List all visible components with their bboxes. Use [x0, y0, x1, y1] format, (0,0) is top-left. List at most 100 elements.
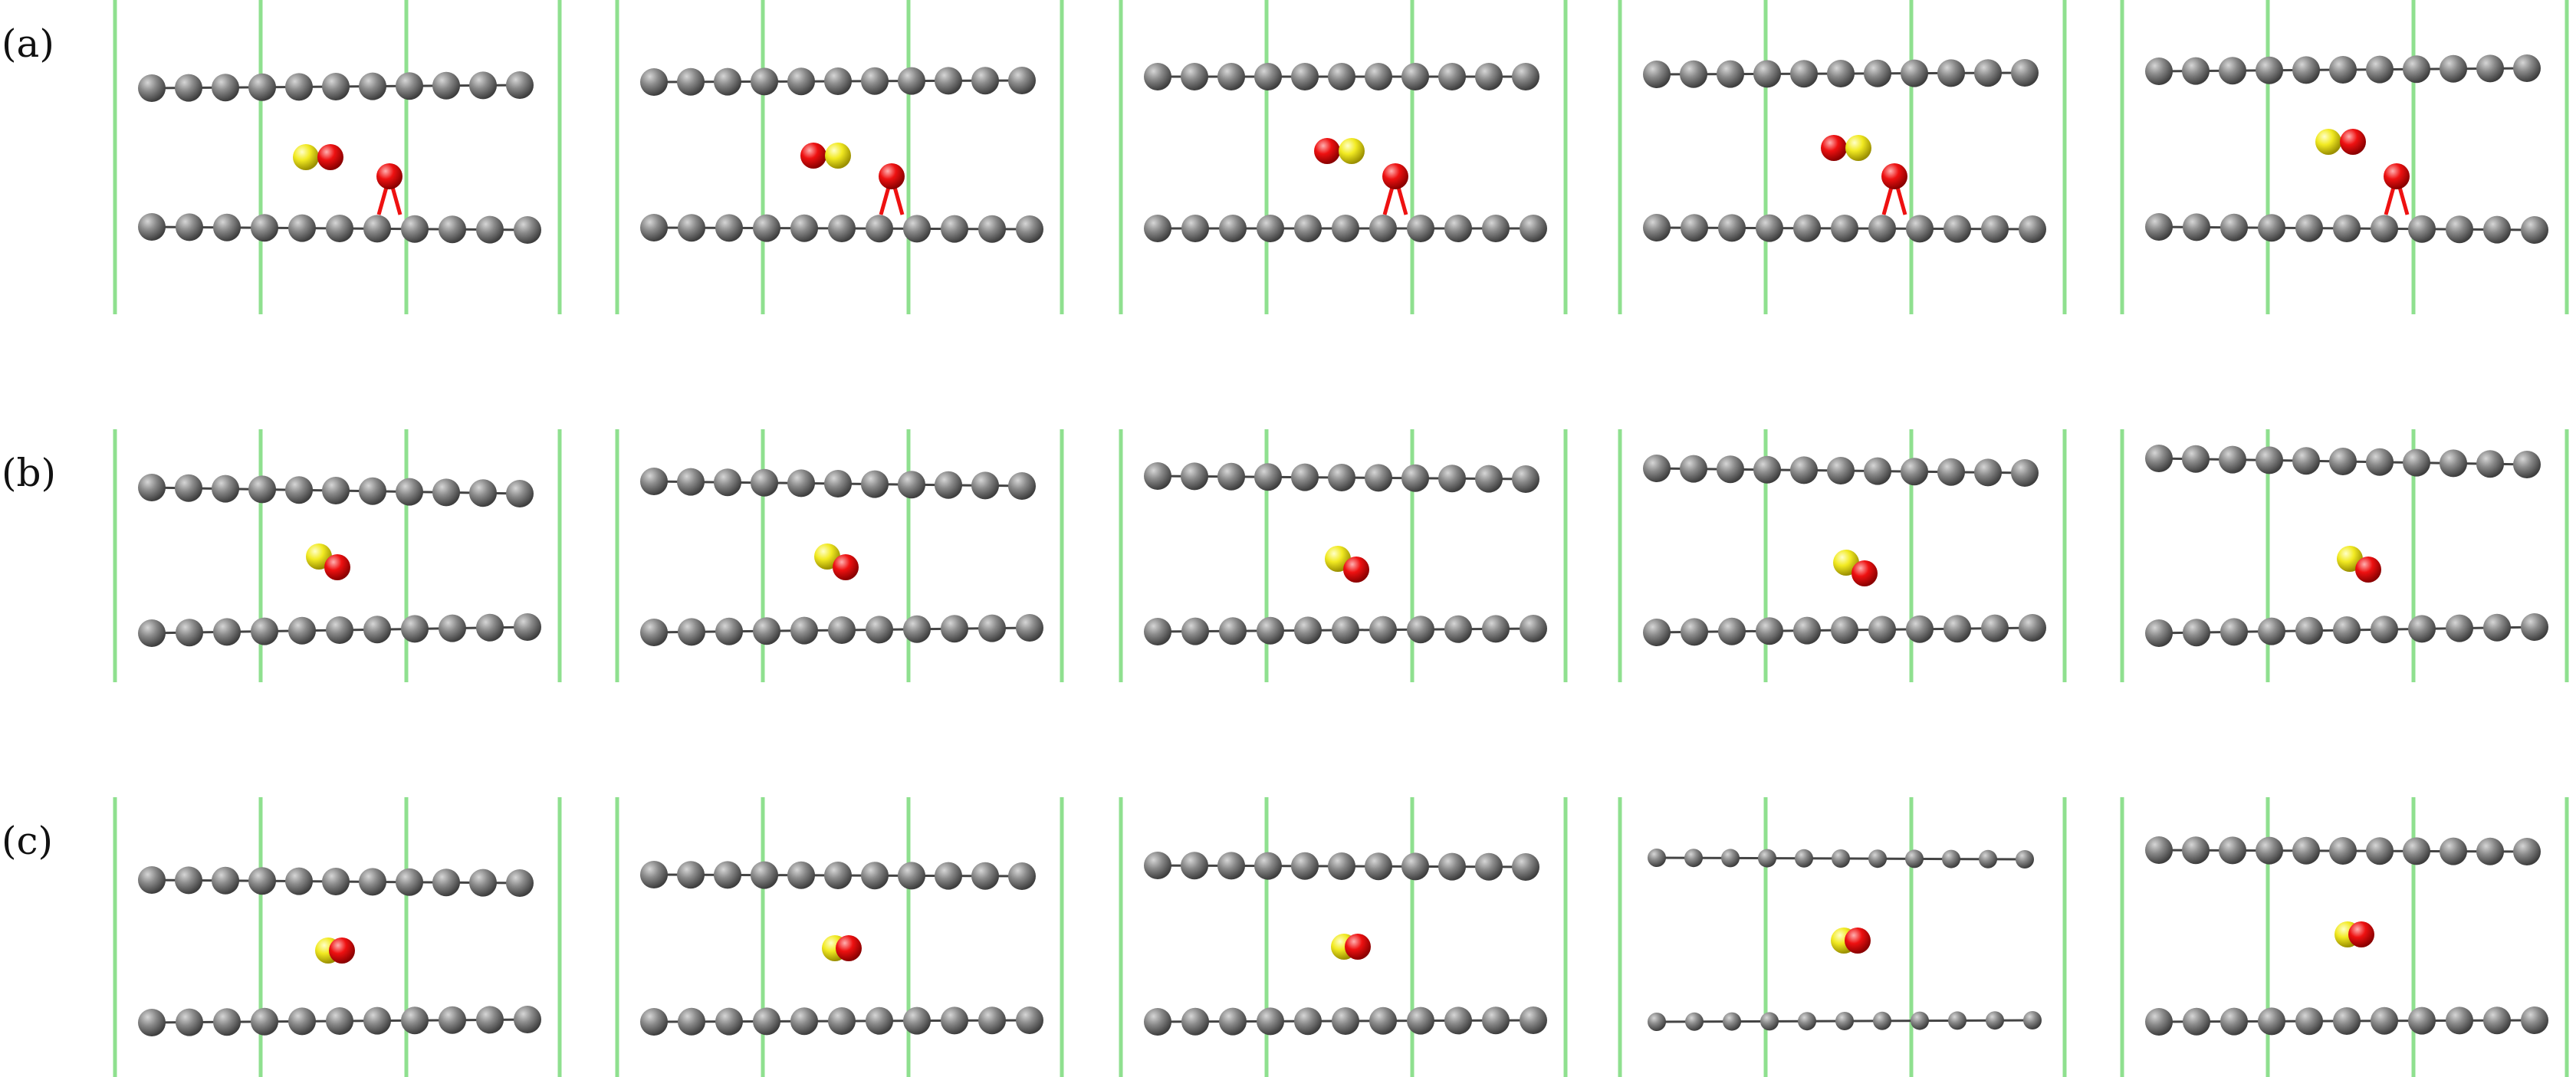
carbon-atom: [322, 477, 350, 504]
carbon-atom: [1680, 455, 1707, 483]
carbon-atom: [1827, 60, 1855, 87]
oxygen-atom: [1314, 138, 1340, 164]
carbon-atom: [1901, 59, 1928, 87]
carbon-atom: [715, 214, 743, 242]
lower-graphene-sheet: [1144, 615, 1547, 645]
carbon-atom: [2220, 1007, 2248, 1036]
carbon-atom: [2182, 836, 2210, 865]
carbon-atom: [138, 619, 166, 647]
carbon-atom: [514, 216, 541, 244]
sulfur-atom: [825, 143, 851, 169]
carbon-atom: [2145, 445, 2173, 472]
carbon-atom: [248, 475, 276, 504]
carbon-atom: [678, 214, 705, 242]
carbon-atom: [903, 215, 931, 243]
carbon-atom: [1718, 214, 1746, 242]
carbon-atom: [2256, 56, 2283, 84]
row-label-a: (a): [2, 21, 54, 66]
carbon-atom: [824, 67, 852, 95]
carbon-atom: [1444, 1006, 1472, 1035]
carbon-atom: [2329, 448, 2357, 475]
carbon-atom: [1291, 463, 1319, 491]
carbon-atom: [1717, 60, 1744, 88]
carbon-atom: [2219, 836, 2246, 865]
carbon-atom: [1369, 215, 1397, 242]
carbon-atom: [1906, 615, 1934, 643]
carbon-atom: [2513, 838, 2541, 865]
carbon-atom: [941, 1006, 968, 1035]
carbon-atom: [288, 616, 316, 645]
carbon-atom: [251, 617, 278, 645]
carbon-atom: [1219, 617, 1247, 645]
carbon-atom: [514, 613, 541, 641]
oxygen-atom: [836, 935, 862, 961]
carbon-atom: [1681, 214, 1708, 242]
carbon-atom: [1798, 1012, 1816, 1031]
carbon-atom: [1181, 1007, 1209, 1036]
carbon-atom: [1217, 63, 1245, 90]
panel-a-3: [1119, 0, 1568, 314]
carbon-atom: [1974, 458, 2002, 487]
carbon-atom: [866, 215, 893, 243]
so-molecule: [1821, 135, 1871, 161]
carbon-atom: [861, 470, 889, 498]
carbon-atom: [2292, 836, 2320, 865]
carbon-atom: [714, 468, 741, 497]
carbon-atom: [903, 1006, 931, 1035]
carbon-atom: [2145, 836, 2173, 864]
carbon-atom: [1643, 61, 1671, 88]
carbon-atom: [138, 74, 166, 102]
carbon-atom: [1520, 1006, 1547, 1034]
carbon-atom: [175, 474, 202, 502]
carbon-atom: [787, 469, 815, 497]
carbon-atom: [1937, 458, 1965, 486]
carbon-atom: [326, 215, 353, 242]
carbon-atom: [285, 476, 313, 504]
carbon-atom: [866, 616, 893, 644]
carbon-atom: [2403, 55, 2430, 84]
carbon-atom: [1369, 1006, 1397, 1035]
carbon-atom: [2371, 215, 2398, 243]
panel-a-4: [1618, 0, 2067, 314]
carbon-atom: [903, 615, 931, 643]
carbon-atom: [2011, 459, 2039, 487]
carbon-atom: [1868, 215, 1896, 243]
carbon-atom: [1401, 63, 1429, 90]
carbon-atom: [176, 213, 203, 241]
carbon-atom: [1328, 852, 1355, 880]
carbon-atom: [2182, 57, 2210, 85]
carbon-atom: [2483, 613, 2511, 642]
carbon-atom: [1401, 464, 1429, 492]
oxygen-atom: [317, 144, 343, 170]
carbon-atom: [1257, 616, 1284, 645]
carbon-atom: [1254, 463, 1282, 491]
carbon-atom: [1520, 615, 1547, 642]
carbon-atom: [2295, 214, 2323, 242]
carbon-atom: [1482, 1006, 1510, 1035]
carbon-atom: [1986, 1011, 2004, 1030]
carbon-atom: [2476, 54, 2504, 83]
upper-graphene-sheet: [138, 71, 534, 102]
carbon-atom: [285, 73, 313, 101]
carbon-atom: [1832, 849, 1850, 868]
carbon-atom: [396, 478, 423, 506]
carbon-atom: [2292, 447, 2320, 475]
carbon-atom: [1648, 849, 1666, 867]
carbon-atom: [1790, 456, 1818, 484]
carbon-atom: [677, 67, 705, 96]
carbon-atom: [1948, 1011, 1967, 1030]
carbon-atom: [640, 68, 668, 96]
epoxy-oxygen-atom: [879, 163, 905, 189]
panel-c-5: [2120, 797, 2569, 1077]
carbon-atom: [1254, 63, 1282, 90]
carbon-atom: [175, 74, 202, 102]
panel-a-5: [2120, 0, 2569, 314]
lower-graphene-sheet: [1648, 1011, 2042, 1031]
carbon-atom: [1827, 457, 1855, 484]
carbon-atom: [971, 862, 999, 890]
carbon-atom: [1643, 214, 1671, 241]
upper-graphene-sheet: [138, 866, 534, 897]
carbon-atom: [476, 1006, 504, 1034]
carbon-atom: [1718, 617, 1746, 645]
